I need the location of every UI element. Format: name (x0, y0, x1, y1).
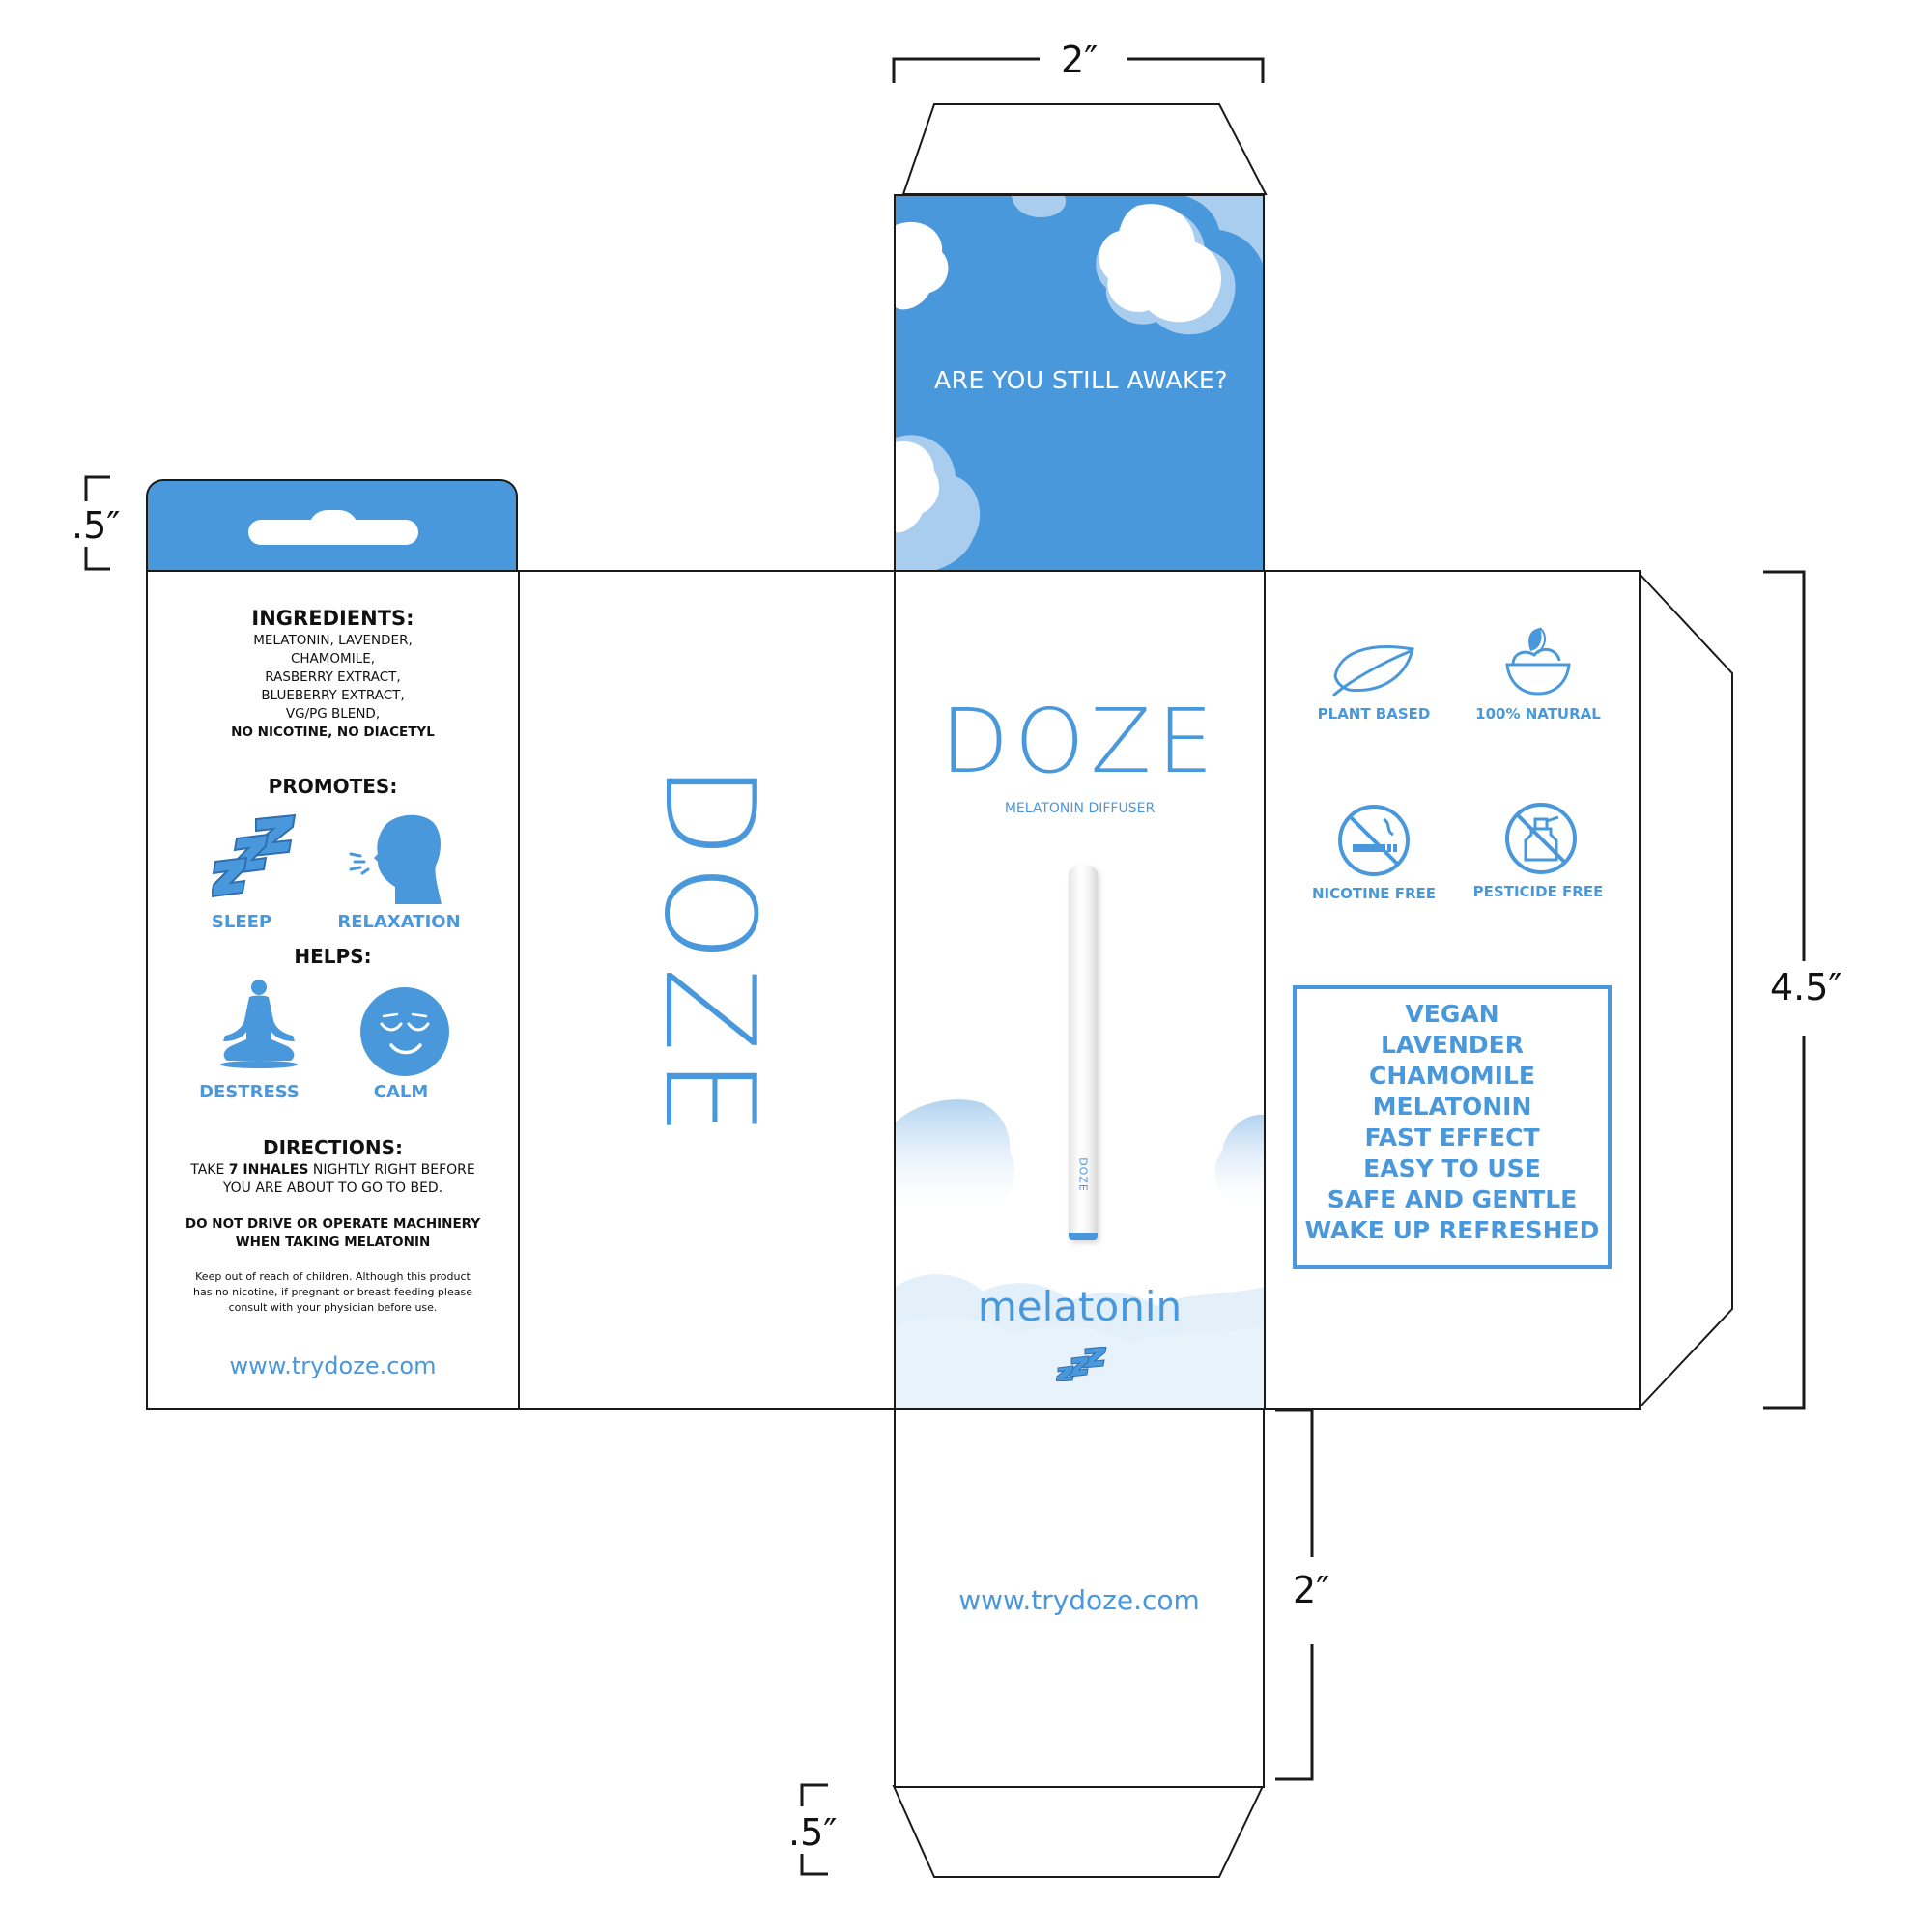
side-logo: DOZE (637, 763, 781, 1142)
dimension-label-height: 4.5″ (1762, 966, 1850, 1009)
benefit-item: SAFE AND GENTLE (1327, 1185, 1578, 1213)
zzz-icon (212, 813, 297, 898)
benefit-item: CHAMOMILE (1369, 1062, 1535, 1090)
device-tip (1069, 1233, 1098, 1240)
disclaimer-line-3: consult with your physician before use. (228, 1301, 438, 1314)
bottom-tuck-flap (892, 1785, 1265, 1878)
back-website: www.trydoze.com (229, 1352, 437, 1379)
bottom-website: www.trydoze.com (958, 1584, 1200, 1616)
feature-label-100-natural: 100% NATURAL (1475, 705, 1601, 723)
promote-label-relaxation: RELAXATION (337, 912, 461, 932)
natural-bowl-icon (1505, 627, 1571, 696)
benefit-item: FAST EFFECT (1364, 1123, 1540, 1151)
top-panel: ARE YOU STILL AWAKE? (894, 194, 1265, 574)
dimension-height (1763, 570, 1806, 1410)
diffuser-device: DOZE (1069, 866, 1098, 1240)
directions-pre: TAKE (190, 1162, 229, 1178)
dimension-label-top-width: 2″ (1053, 39, 1106, 81)
warning-line-2: WHEN TAKING MELATONIN (235, 1235, 431, 1250)
ingredient-line: VG/PG BLEND, (285, 706, 381, 722)
bottom-panel: www.trydoze.com (894, 1408, 1265, 1788)
directions-line-1: TAKE 7 INHALES NIGHTLY RIGHT BEFORE (148, 1161, 518, 1179)
benefit-item: WAKE UP REFRESHED (1304, 1216, 1600, 1244)
dimension-top-width (892, 57, 1265, 83)
help-label-destress: DESTRESS (199, 1082, 300, 1102)
breathing-head-icon (349, 814, 442, 904)
directions-line-2: YOU ARE ABOUT TO GO TO BED. (222, 1180, 443, 1196)
ingredient-line: RASBERRY EXTRACT, (265, 669, 401, 685)
no-pesticide-icon (1505, 803, 1577, 874)
benefits-box: VEGAN LAVENDER CHAMOMILE MELATONIN FAST … (1293, 985, 1612, 1269)
front-logo: DOZE (940, 690, 1219, 793)
glue-flap (1638, 570, 1733, 1411)
warning-line-1: DO NOT DRIVE OR OPERATE MACHINERY (185, 1216, 481, 1232)
dimension-label-tab-top: .5″ (64, 504, 128, 547)
hanger-tab (146, 479, 518, 572)
benefits-list: VEGAN LAVENDER CHAMOMILE MELATONIN FAST … (1293, 999, 1612, 1246)
ingredients-list: MELATONIN, LAVENDER, CHAMOMILE, RASBERRY… (148, 632, 518, 742)
no-smoking-icon (1338, 805, 1410, 876)
disclaimer-text: Keep out of reach of children. Although … (148, 1269, 518, 1316)
benefit-item: VEGAN (1405, 1000, 1499, 1028)
benefit-item: MELATONIN (1372, 1093, 1532, 1121)
back-panel: INGREDIENTS: MELATONIN, LAVENDER, CHAMOM… (146, 570, 520, 1410)
dimension-tab-top (84, 475, 110, 571)
helps-heading: HELPS: (294, 945, 372, 968)
front-panel: DOZE MELATONIN DIFFUSER DOZE melatonin (894, 570, 1266, 1410)
top-tuck-flap (901, 103, 1268, 195)
features-panel: PLANT BASED 100% NATURAL NICOTINE FREE (1264, 570, 1641, 1410)
ingredient-line: MELATONIN, LAVENDER, (253, 633, 413, 648)
calm-face-icon (360, 987, 449, 1076)
directions-text: TAKE 7 INHALES NIGHTLY RIGHT BEFORE YOU … (148, 1161, 518, 1198)
cloud-pattern (896, 196, 1263, 572)
warning-text: DO NOT DRIVE OR OPERATE MACHINERY WHEN T… (148, 1215, 518, 1252)
promotes-heading: PROMOTES: (268, 775, 398, 798)
ingredient-line: CHAMOMILE, (290, 651, 376, 667)
feature-label-pesticide-free: PESTICIDE FREE (1472, 883, 1604, 900)
hanger-slot-notch (308, 510, 358, 529)
directions-bold: 7 INHALES (228, 1162, 309, 1178)
ingredients-note: NO NICOTINE, NO DIACETYL (231, 724, 435, 740)
disclaimer-line-1: Keep out of reach of children. Although … (195, 1270, 471, 1283)
leaf-icon (1332, 645, 1414, 697)
benefit-item: EASY TO USE (1363, 1154, 1541, 1182)
promote-label-sleep: SLEEP (211, 912, 272, 932)
directions-post: NIGHTLY RIGHT BEFORE (308, 1162, 475, 1178)
disclaimer-line-2: has no nicotine, if pregnant or breast f… (193, 1286, 472, 1298)
front-flavor: melatonin (977, 1283, 1183, 1330)
directions-heading: DIRECTIONS: (262, 1136, 403, 1159)
meditation-icon (220, 980, 298, 1068)
dimension-tab-bottom (800, 1783, 828, 1876)
benefit-item: LAVENDER (1380, 1031, 1524, 1059)
help-label-calm: CALM (373, 1082, 429, 1102)
feature-label-nicotine-free: NICOTINE FREE (1311, 885, 1437, 902)
ingredients-heading: INGREDIENTS: (251, 607, 414, 630)
front-subtitle: MELATONIN DIFFUSER (1004, 801, 1156, 816)
feature-label-plant-based: PLANT BASED (1317, 705, 1431, 723)
dimension-label-tab-bottom: .5″ (781, 1811, 845, 1854)
tagline: ARE YOU STILL AWAKE? (933, 366, 1228, 394)
dimension-label-bottom-depth: 2″ (1285, 1569, 1338, 1611)
zzz-small-icon (1056, 1347, 1107, 1381)
side-panel: DOZE (518, 570, 896, 1410)
device-logo: DOZE (1076, 1157, 1090, 1192)
ingredient-line: BLUEBERRY EXTRACT, (261, 688, 405, 703)
dimension-bottom-depth (1275, 1408, 1314, 1781)
